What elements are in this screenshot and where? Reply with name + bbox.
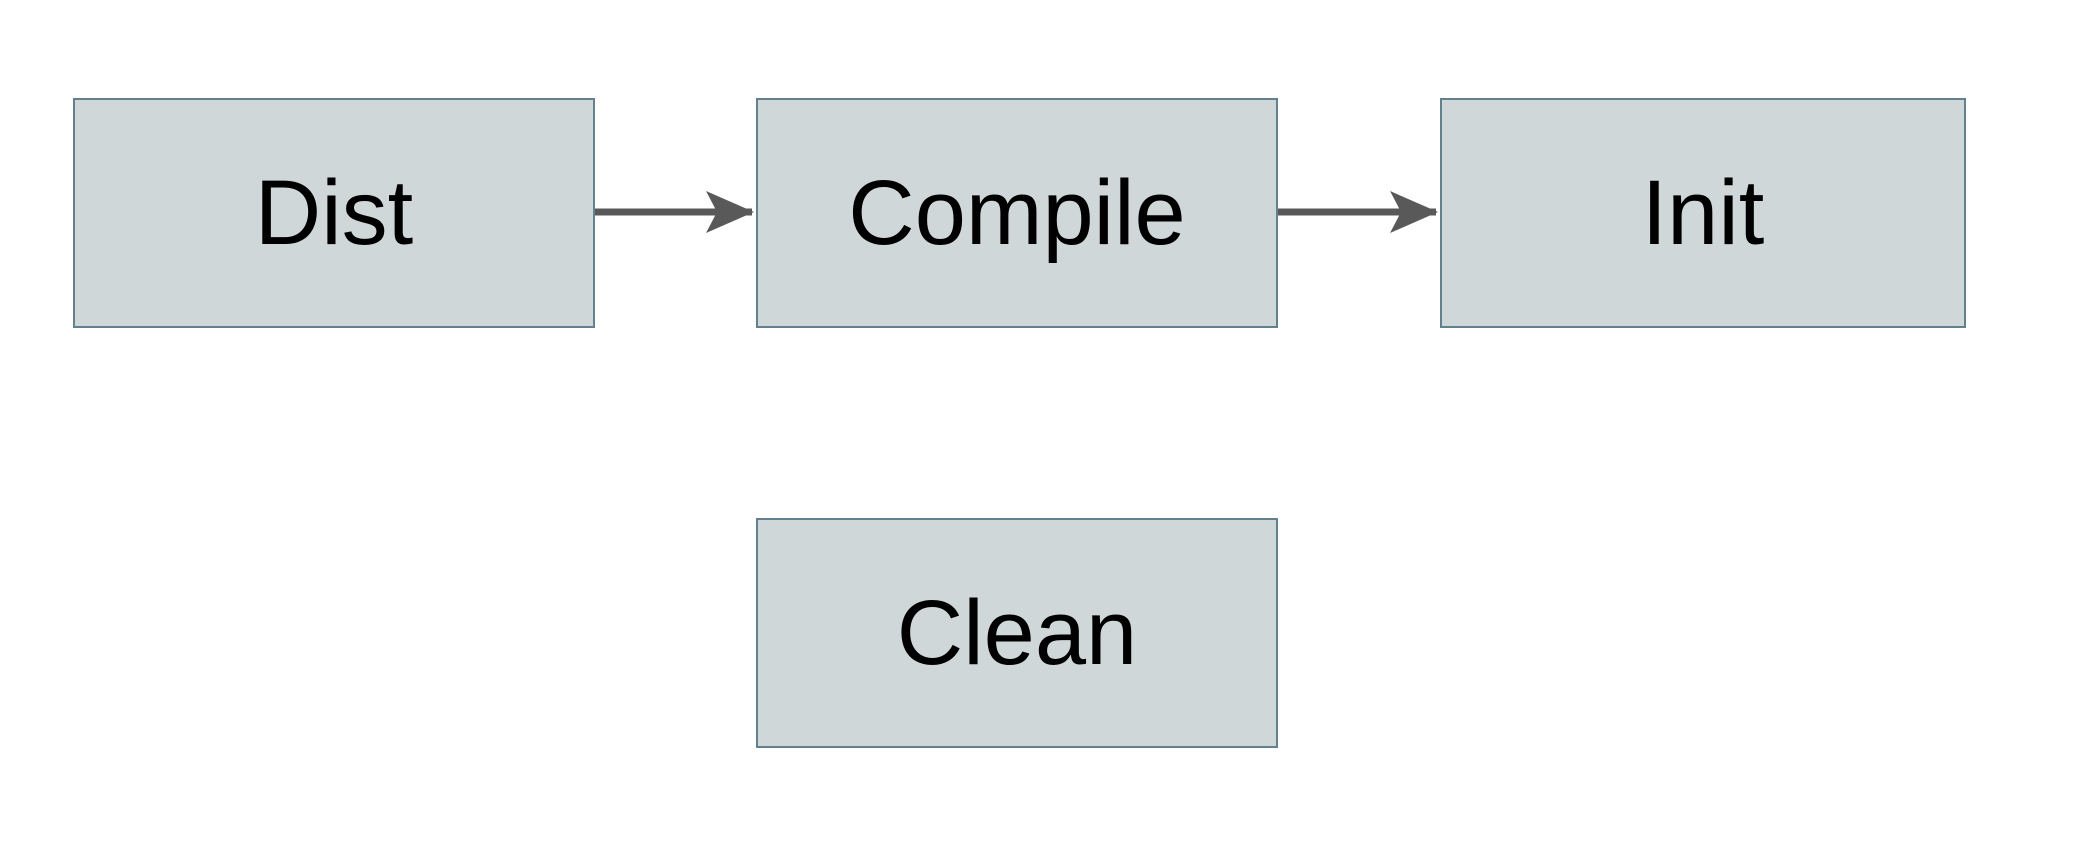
flow-node-clean[interactable]: Clean [756, 518, 1278, 748]
node-label-compile: Compile [848, 162, 1186, 264]
flow-node-compile[interactable]: Compile [756, 98, 1278, 328]
node-label-clean: Clean [896, 582, 1138, 684]
node-label-dist: Dist [254, 162, 414, 264]
flow-node-dist[interactable]: Dist [73, 98, 595, 328]
node-label-init: Init [1641, 162, 1765, 264]
flow-node-init[interactable]: Init [1440, 98, 1966, 328]
